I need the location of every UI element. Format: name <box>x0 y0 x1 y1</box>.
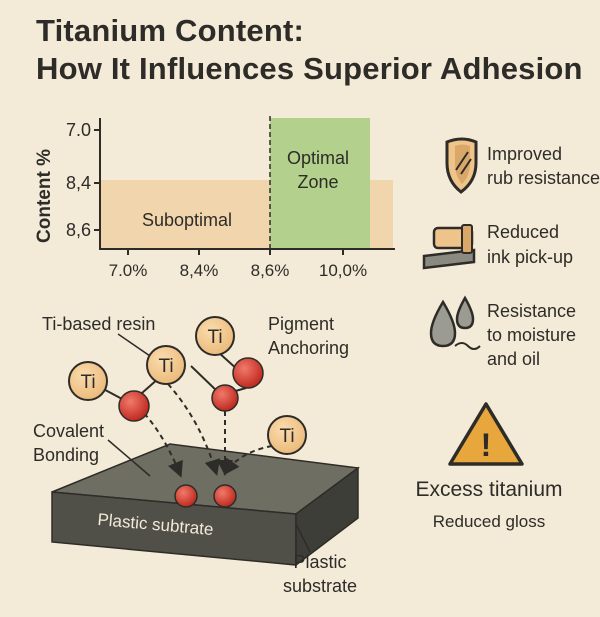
y-tick-label: 7.0 <box>66 120 91 140</box>
red-atom <box>232 357 264 389</box>
suboptimal-label: Suboptimal <box>142 210 232 230</box>
red-atom-bonded <box>174 484 198 508</box>
red-atom <box>118 390 150 422</box>
optimal-zone-region <box>270 118 370 249</box>
warning-block: ! Excess titanium Reduced gloss <box>415 402 563 531</box>
ti-atom: Ti <box>68 361 108 401</box>
page-title: Titanium Content: How It Influences Supe… <box>36 12 583 88</box>
red-atom-bonded <box>213 484 237 508</box>
feature-ink-pickup: Reduced ink pick-up <box>422 222 573 270</box>
pigment-label-line-2: Anchoring <box>268 338 349 358</box>
y-axis-label: Content % <box>34 149 55 243</box>
ti-atom: Ti <box>195 316 235 356</box>
feature-label-line-2: rub resistance <box>487 168 600 188</box>
y-tick-label: 8,4 <box>66 173 91 193</box>
x-tick-label: 8,4% <box>180 261 219 280</box>
arrow-ti-left <box>137 406 183 478</box>
covalent-label-line-2: Bonding <box>33 445 99 465</box>
x-tick-label: 7.0% <box>109 261 148 280</box>
y-tick-label: 8,6 <box>66 220 91 240</box>
red-atom <box>211 384 239 412</box>
feature-label-line-2: to moisture <box>487 325 576 345</box>
optimal-zone-label-line-2: Zone <box>297 172 338 192</box>
x-tick-label: 10,0% <box>319 261 367 280</box>
feature-moisture-resistance: Resistance to moisture and oil <box>429 295 576 369</box>
resin-leader <box>117 333 151 357</box>
resin-label: Ti-based resin <box>42 314 155 334</box>
substrate-slab: Plastic subtrate <box>51 443 360 567</box>
chart: 7.0 8,4 8,6 Content % 7.0% 8,4% 8,6% 10,… <box>34 116 395 280</box>
bond-line <box>190 365 219 393</box>
feature-label-line-1: Improved <box>487 144 562 164</box>
ti-label: Ti <box>158 356 173 377</box>
feature-label-line-2: ink pick-up <box>487 247 573 267</box>
ti-label: Ti <box>207 327 222 348</box>
title-line-2: How It Influences Superior Adhesion <box>36 51 583 86</box>
ink-roller-icon <box>422 224 476 270</box>
feature-label-line-3: and oil <box>487 349 540 369</box>
warning-triangle-icon: ! <box>448 402 524 466</box>
x-tick-label: 8,6% <box>251 261 290 280</box>
ti-atom: Ti <box>146 345 186 385</box>
pigment-atoms <box>118 357 264 508</box>
droplets-icon <box>429 295 481 350</box>
covalent-label-line-1: Covalent <box>33 421 104 441</box>
leader-lines <box>107 333 311 553</box>
ti-label: Ti <box>279 426 294 447</box>
title-line-1: Titanium Content: <box>36 13 305 48</box>
warning-title: Excess titanium <box>415 478 562 501</box>
substrate-leader <box>295 523 311 553</box>
covalent-leader <box>107 439 151 477</box>
ti-atom: Ti <box>267 415 307 455</box>
pigment-label-line-1: Pigment <box>268 314 334 334</box>
slab-side-face <box>295 466 359 567</box>
feature-rub-resistance: Improved rub resistance <box>445 137 600 194</box>
substrate-label-line-2: substrate <box>283 576 357 596</box>
arrow-ti-right <box>223 445 273 476</box>
arrow-ti-middle <box>167 383 221 476</box>
optimal-zone-label-line-1: Optimal <box>287 148 349 168</box>
feature-label-line-1: Reduced <box>487 222 559 242</box>
feature-label-line-1: Resistance <box>487 301 576 321</box>
shield-icon <box>445 137 478 194</box>
substrate-label-line-1: Plastic <box>293 552 346 572</box>
warning-subtitle: Reduced gloss <box>433 512 545 531</box>
ti-label: Ti <box>80 372 95 393</box>
warning-symbol: ! <box>481 427 492 463</box>
